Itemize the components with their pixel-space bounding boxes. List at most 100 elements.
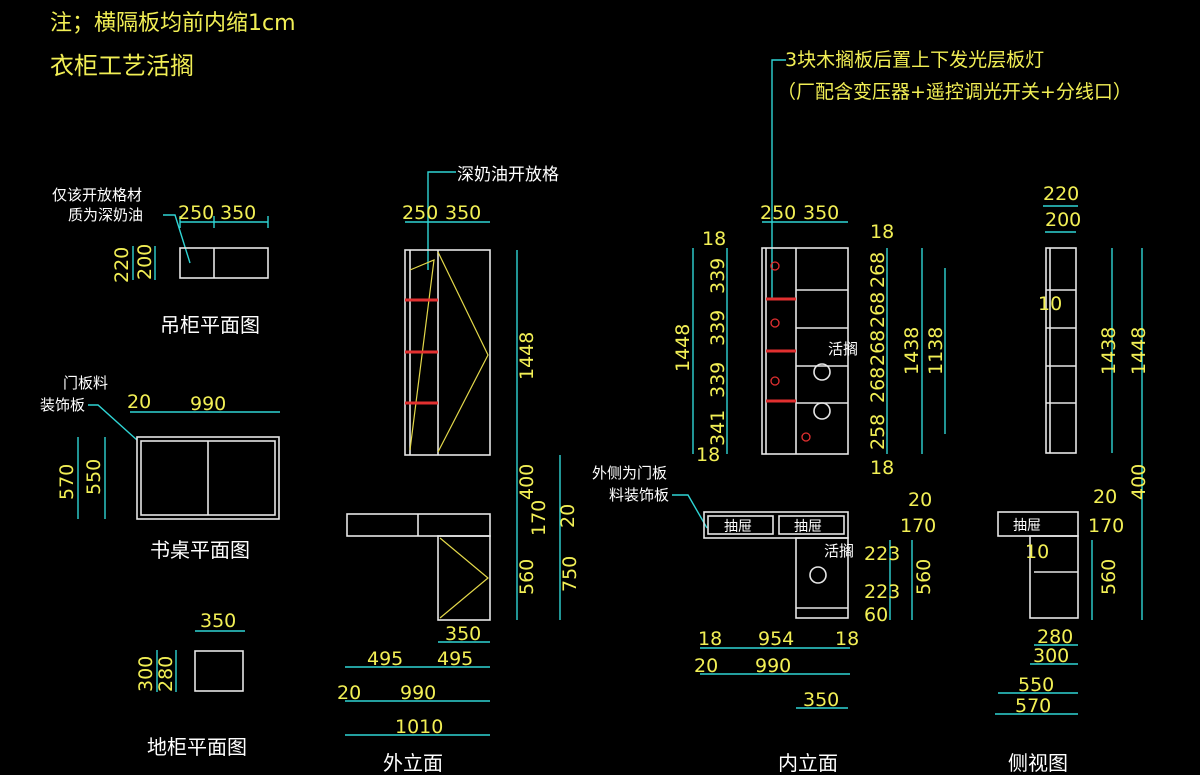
dim-inner-339b: 339	[707, 310, 729, 346]
leader-open-grid	[163, 214, 191, 264]
dim-220: 220	[111, 247, 133, 283]
dim-side-20: 20	[1093, 486, 1117, 508]
dim-inner-954: 954	[758, 628, 794, 650]
dim-floor-350: 350	[200, 610, 236, 632]
dim-inner-18-top: 18	[702, 228, 726, 250]
inner-elevation: 250 350 活搁 18 1448 339 339 339 341 18 18…	[592, 202, 947, 775]
title-desk-plan: 书桌平面图	[150, 538, 250, 562]
dim-outer-495b: 495	[437, 648, 473, 670]
note-craft-shelf: 衣柜工艺活搁	[50, 52, 194, 80]
dim-inner-268b: 268	[867, 292, 889, 328]
title-hanging-plan: 吊柜平面图	[160, 313, 260, 337]
note-transformer: （厂配含变压器+遥控调光开关+分线口）	[777, 81, 1132, 103]
dim-inner-18-r-bot: 18	[870, 457, 894, 479]
floor-cabinet-plan: 350 300 280 地柜平面图	[135, 610, 247, 759]
inner-lower-cabinet	[795, 537, 849, 619]
hanging-cabinet-outline	[179, 247, 269, 279]
dim-side-220: 220	[1043, 183, 1079, 205]
dim-outer-990: 990	[400, 682, 436, 704]
dim-200: 200	[134, 244, 156, 280]
loose-shelf-circle-lower	[809, 566, 827, 584]
dim-outer-1448: 1448	[516, 332, 538, 380]
light-dot	[770, 376, 780, 386]
dim-inner-268d: 268	[867, 367, 889, 403]
loose-shelf-circle	[813, 402, 831, 420]
light-dot	[770, 318, 780, 328]
dim-side-300: 300	[1033, 645, 1069, 667]
dim-inner-18-bot: 18	[696, 444, 720, 466]
dim-inner-60: 60	[864, 604, 888, 626]
dim-outer-20b: 20	[337, 682, 361, 704]
dim-inner-339a: 339	[707, 258, 729, 294]
drawer-right	[778, 515, 845, 535]
dim-outer-495a: 495	[367, 648, 403, 670]
dim-inner-18-r-top: 18	[870, 221, 894, 243]
leader-deep-cream	[427, 171, 456, 270]
dim-inner-560: 560	[913, 559, 935, 595]
dim-inner-1438: 1438	[901, 327, 923, 375]
dim-side-400: 400	[1128, 464, 1150, 500]
desk-outline	[136, 436, 280, 520]
dim-inner-339c: 339	[707, 362, 729, 398]
dim-floor-300: 300	[135, 656, 157, 692]
desk-plan: 门板料 装饰板 20 990 570 550 书桌平面图	[40, 374, 280, 562]
dim-side-10b: 10	[1025, 541, 1049, 563]
dim-side-1448: 1448	[1128, 327, 1150, 375]
dim-inner-1448: 1448	[672, 324, 694, 372]
dim-outer-350: 350	[445, 202, 481, 224]
dim-inner-341: 341	[707, 410, 729, 446]
label-outer-door-1: 外侧为门板	[592, 464, 667, 482]
label-loose-shelf: 活搁	[828, 340, 858, 358]
dim-inner-18a: 18	[698, 628, 722, 650]
label-outer-door-2: 料装饰板	[609, 486, 669, 504]
dim-outer-20: 20	[557, 504, 579, 528]
dim-desk-20: 20	[127, 391, 151, 413]
dim-side-200: 200	[1045, 209, 1081, 231]
dim-outer-400: 400	[516, 464, 538, 500]
dim-350: 350	[220, 202, 256, 224]
open-grid-hatch	[409, 259, 435, 451]
label-open-grid-material-1: 仅该开放格材	[52, 186, 142, 204]
dim-inner-268c: 268	[867, 330, 889, 366]
hanging-cabinet-plan: 仅该开放格材 质为深奶油 250 350 220 200 吊柜平面图	[52, 186, 269, 337]
label-deep-cream: 深奶油开放格	[457, 165, 559, 185]
door-swing-upper	[437, 251, 489, 453]
dim-desk-550: 550	[83, 459, 105, 495]
dim-side-170: 170	[1088, 515, 1124, 537]
side-cabinet	[1045, 247, 1077, 454]
dim-side-1438: 1438	[1098, 327, 1120, 375]
title-floor-plan: 地柜平面图	[147, 735, 247, 759]
dim-inner-258: 258	[867, 414, 889, 450]
dim-inner-268a: 268	[867, 252, 889, 288]
leader-light-note	[771, 59, 786, 300]
dim-inner-990: 990	[755, 655, 791, 677]
leader-door-panel	[88, 404, 138, 441]
dim-250: 250	[178, 202, 214, 224]
inner-drawer-row	[703, 511, 849, 539]
note-light-shelf: 3块木搁板后置上下发光层板灯	[785, 49, 1044, 71]
drawer-right-label: 抽屉	[794, 519, 822, 535]
outer-elevation: 深奶油开放格 250 350 1448 400 170 20 560 750 3…	[337, 165, 581, 775]
dim-side-560: 560	[1098, 559, 1120, 595]
dim-inner-1138: 1138	[925, 327, 947, 375]
outer-lower-cabinet	[437, 535, 491, 621]
dim-outer-560: 560	[516, 559, 538, 595]
light-dot	[770, 261, 780, 271]
side-drawer-label: 抽屉	[1013, 518, 1041, 534]
dim-inner-350: 350	[803, 202, 839, 224]
dim-side-570: 570	[1015, 695, 1051, 717]
drawer-left-label: 抽屉	[724, 519, 752, 535]
dim-outer-250: 250	[402, 202, 438, 224]
side-view: 220 200 10 1438 1448 400 20 170 抽屉 10 56…	[995, 183, 1150, 775]
label-loose-shelf-lower: 活搁	[824, 542, 854, 560]
dim-outer-350b: 350	[445, 623, 481, 645]
light-dot	[801, 432, 811, 442]
dim-outer-1010: 1010	[395, 716, 443, 738]
dim-inner-170: 170	[900, 515, 936, 537]
floor-cabinet-outline	[194, 650, 244, 692]
dim-floor-280: 280	[155, 656, 177, 692]
drawer-left	[707, 515, 774, 535]
leader-outer-door	[672, 494, 708, 529]
dim-inner-350b: 350	[803, 689, 839, 711]
